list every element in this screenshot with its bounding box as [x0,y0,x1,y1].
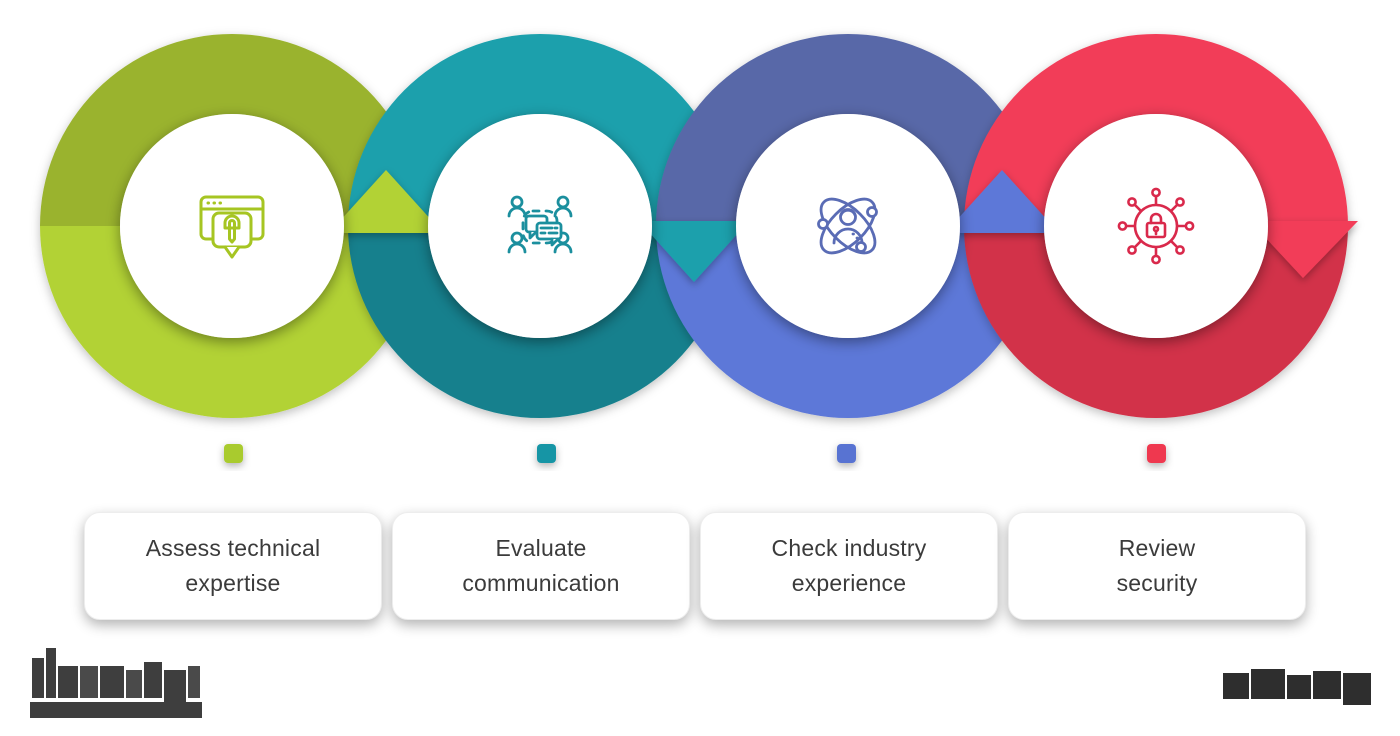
ring-4-bottom-half [964,226,1348,418]
step-marker-3 [837,444,856,463]
company-logo-redacted [30,648,202,720]
ring-1-bottom-half [40,226,424,418]
step-card-3: Check industry experience [700,512,998,620]
flow-arrow-up-1 [329,170,443,233]
flow-arrow-down-4 [1250,221,1358,278]
watermark-redacted [1223,669,1371,705]
step-label-2: Evaluate communication [462,535,620,596]
step-marker-2 [537,444,556,463]
step-marker-1 [224,444,243,463]
ring-2-top-half [348,34,732,226]
cyber-lock-icon [1117,187,1195,265]
icon-circle-3 [736,114,960,338]
step-label-4: Review security [1116,535,1198,596]
flow-arrow-down-2 [639,221,749,282]
flow-arrow-up-3 [945,170,1059,233]
step-label-1: Assess technical expertise [145,535,321,596]
ring-1-top-half [40,34,424,226]
cycle-ring-1 [40,34,424,418]
ring-4-top-half [964,34,1348,226]
step-label-3: Check industry experience [771,535,927,596]
ring-2-bottom-half [348,226,732,418]
ring-3-bottom-half [656,226,1040,418]
flow-arrows [329,170,1358,282]
step-card-2: Evaluate communication [392,512,690,620]
cycle-ring-4 [964,34,1348,418]
cycle-ring-2 [348,34,732,418]
group-chat-icon [507,195,573,254]
cycle-diagram [40,34,1358,463]
ring-3-top-half [656,34,1040,226]
person-network-icon [817,197,878,255]
cycle-ring-3 [656,34,1040,418]
browser-wrench-icon [199,195,265,259]
step-card-4: Review security [1008,512,1306,620]
step-card-1: Assess technical expertise [84,512,382,620]
step-marker-4 [1147,444,1166,463]
